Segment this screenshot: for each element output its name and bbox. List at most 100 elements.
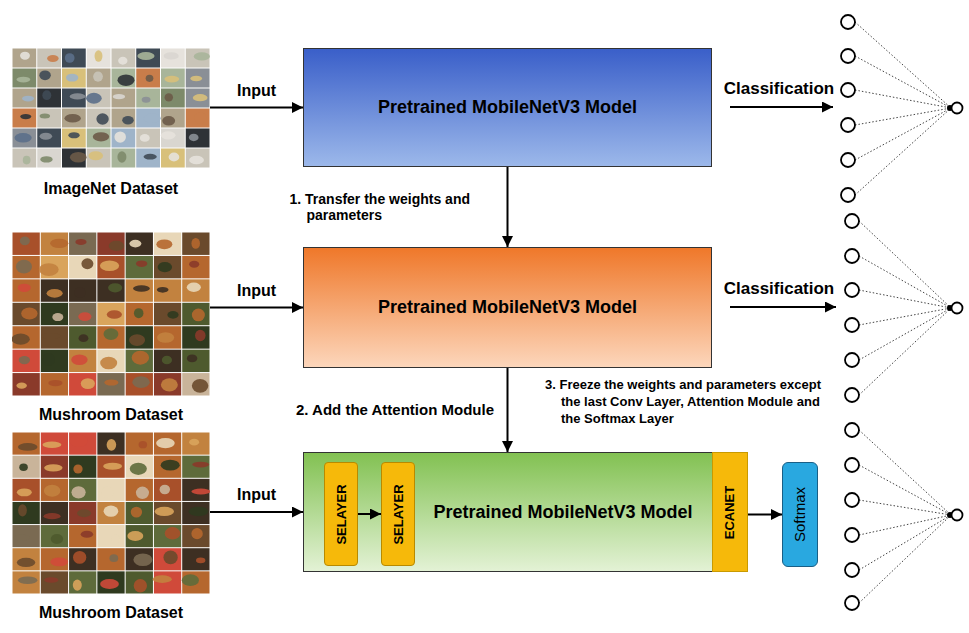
dataset-mosaic: Mushroom Dataset xyxy=(12,432,210,622)
thumbnail xyxy=(41,350,68,372)
thumbnail-subject xyxy=(132,376,149,388)
classification-label: Classification xyxy=(714,279,844,299)
thumbnail xyxy=(41,373,68,395)
thumbnail xyxy=(97,525,124,547)
thumbnail-subject xyxy=(113,94,125,99)
thumbnail xyxy=(13,350,40,372)
thumbnail-subject xyxy=(21,307,37,319)
neuron-circle xyxy=(841,49,855,63)
thumbnail xyxy=(62,49,86,68)
thumbnail xyxy=(13,69,37,88)
thumbnail-subject xyxy=(131,507,142,518)
thumbnail-subject xyxy=(161,460,180,471)
thumbnail-subject xyxy=(189,507,209,517)
thumbnail-subject xyxy=(75,239,86,245)
thumbnail xyxy=(41,303,68,325)
thumbnail-subject xyxy=(136,487,149,499)
dataset-caption: ImageNet Dataset xyxy=(12,180,210,198)
thumbnail-subject xyxy=(162,356,172,365)
thumbnail xyxy=(13,233,40,255)
thumbnail-subject xyxy=(153,575,172,583)
thumbnail xyxy=(97,456,124,478)
thumbnail xyxy=(182,525,209,547)
image-mosaic xyxy=(12,48,210,168)
thumbnail xyxy=(186,89,210,108)
thumbnail-subject xyxy=(68,132,79,138)
classification-label: Classification xyxy=(714,79,844,99)
dataset-mosaic: Mushroom Dataset xyxy=(12,232,210,424)
label-box: Classification xyxy=(714,79,844,99)
thumbnail xyxy=(154,502,181,524)
thumbnail xyxy=(182,373,209,395)
thumbnail xyxy=(13,303,40,325)
thumbnail xyxy=(136,89,160,108)
thumbnail xyxy=(154,525,181,547)
neuron-circle xyxy=(845,458,859,472)
step-note: 3. Freeze the weights and parameters exc… xyxy=(545,377,838,428)
model-box: Pretrained MobileNetV3 Model xyxy=(303,247,712,368)
thumbnail xyxy=(97,502,124,524)
thumbnail xyxy=(37,149,61,168)
thumbnail xyxy=(154,548,181,570)
dotted-link xyxy=(855,108,951,125)
thumbnail-subject xyxy=(137,52,154,60)
layer-name: SELAYER xyxy=(334,484,349,544)
edge-label: Input xyxy=(237,282,276,300)
thumbnail-subject xyxy=(16,260,32,274)
thumbnail xyxy=(13,548,40,570)
thumbnail-subject xyxy=(169,153,180,162)
thumbnail xyxy=(87,149,111,168)
thumbnail xyxy=(161,149,185,168)
thumbnail-subject xyxy=(189,156,204,165)
thumbnail xyxy=(97,548,124,570)
thumbnail-subject xyxy=(66,74,78,82)
thumbnail-subject xyxy=(41,333,61,339)
thumbnail xyxy=(186,149,210,168)
thumbnail xyxy=(41,279,68,301)
thumbnail xyxy=(154,350,181,372)
thumbnail xyxy=(41,433,68,455)
thumbnail xyxy=(112,109,136,128)
thumbnail-subject xyxy=(23,156,31,165)
thumbnail-subject xyxy=(50,558,68,567)
thumbnail xyxy=(69,373,96,395)
thumbnail xyxy=(182,433,209,455)
thumbnail-subject xyxy=(44,485,61,497)
thumbnail xyxy=(182,279,209,301)
edge-label-box: Input xyxy=(237,486,276,504)
thumbnail-subject xyxy=(136,260,147,267)
thumbnail-subject xyxy=(161,131,176,139)
model-name: Pretrained MobileNetV3 Model xyxy=(378,97,637,118)
thumbnail xyxy=(154,256,181,278)
thumbnail xyxy=(13,256,40,278)
thumbnail xyxy=(97,373,124,395)
thumbnail xyxy=(13,129,37,148)
thumbnail xyxy=(126,350,153,372)
neuron-circle xyxy=(845,563,859,577)
thumbnail-subject xyxy=(70,152,87,163)
thumbnail-subject xyxy=(104,506,119,517)
flow-arrow xyxy=(210,511,303,513)
thumbnail xyxy=(13,456,40,478)
dotted-link xyxy=(859,515,951,603)
thumbnail-subject xyxy=(81,378,95,389)
neuron-circle xyxy=(845,214,859,228)
thumbnail xyxy=(161,49,185,68)
neuron-circle xyxy=(841,188,855,202)
thumbnail xyxy=(186,129,210,148)
thumbnail-subject xyxy=(74,287,85,298)
thumbnail xyxy=(97,303,124,325)
thumbnail-subject xyxy=(73,580,82,591)
flow-arrow xyxy=(358,513,381,515)
thumbnail xyxy=(41,571,68,593)
thumbnail-subject xyxy=(182,574,199,586)
thumbnail xyxy=(13,502,40,524)
thumbnail-subject xyxy=(164,76,179,83)
thumbnail-subject xyxy=(190,76,202,81)
thumbnail-subject xyxy=(102,487,114,498)
neuron-circle xyxy=(841,118,855,132)
thumbnail xyxy=(62,129,86,148)
thumbnail-subject xyxy=(189,134,199,142)
se-layer: SELAYER xyxy=(381,462,415,566)
